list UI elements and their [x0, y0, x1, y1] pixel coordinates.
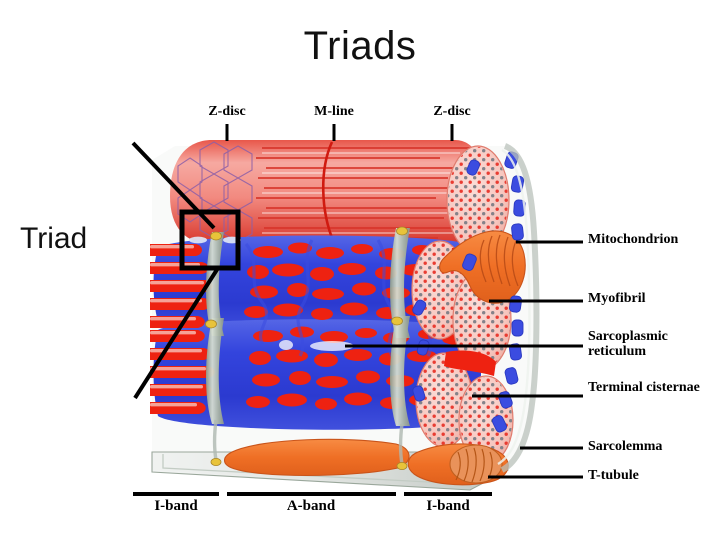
right-leader-lines [345, 240, 583, 479]
label-t-tubule: T-tubule [588, 468, 639, 483]
sarcolemma-outer-contour [500, 143, 540, 473]
myofibril-row-top [170, 140, 486, 244]
label-terminal-cisternae: Terminal cisternae [588, 380, 700, 395]
myofibril-fingers-left-lower-hl [150, 331, 206, 407]
label-sarcolemma: Sarcolemma [588, 439, 663, 454]
mitochondrion-cristae [479, 234, 519, 287]
top-label-m-line: M-line [314, 104, 354, 119]
top-label-z-disc-left: Z-disc [208, 104, 246, 119]
sr-vesicles-membrane [412, 151, 526, 433]
mitochondrion-lower [407, 443, 509, 486]
m-line [321, 141, 336, 244]
page-title: Triads [303, 24, 417, 68]
sr-lumen-highlights [279, 340, 354, 351]
sarcolemma-struts [212, 419, 404, 465]
band-label-i-band-left: I-band [154, 498, 198, 514]
triad-callout-box[interactable] [179, 209, 241, 271]
sarcolemma-strut-nodes [210, 457, 408, 470]
band-label-a-band: A-band [286, 498, 336, 514]
t-tubule-nodes [205, 226, 408, 329]
label-myofibril: Myofibril [588, 291, 646, 306]
t-tubule-bands [206, 228, 410, 426]
top-label-ticks [225, 124, 454, 141]
triad-callout-label: Triad [20, 222, 88, 255]
label-sarcoplasmic-reticulum: Sarcoplasmic reticulum [588, 329, 668, 359]
cross-section-4 [415, 352, 473, 448]
top-label-z-disc-right: Z-disc [433, 104, 471, 119]
mitochondrion-upper [439, 230, 526, 304]
cross-section-1 [446, 145, 510, 255]
sarcomere-light-bands-top [262, 152, 460, 234]
label-mitochondrion: Mitochondrion [588, 232, 679, 247]
band-label-i-band-right: I-band [426, 498, 470, 514]
sarcolemma-inner-highlight [497, 148, 531, 466]
